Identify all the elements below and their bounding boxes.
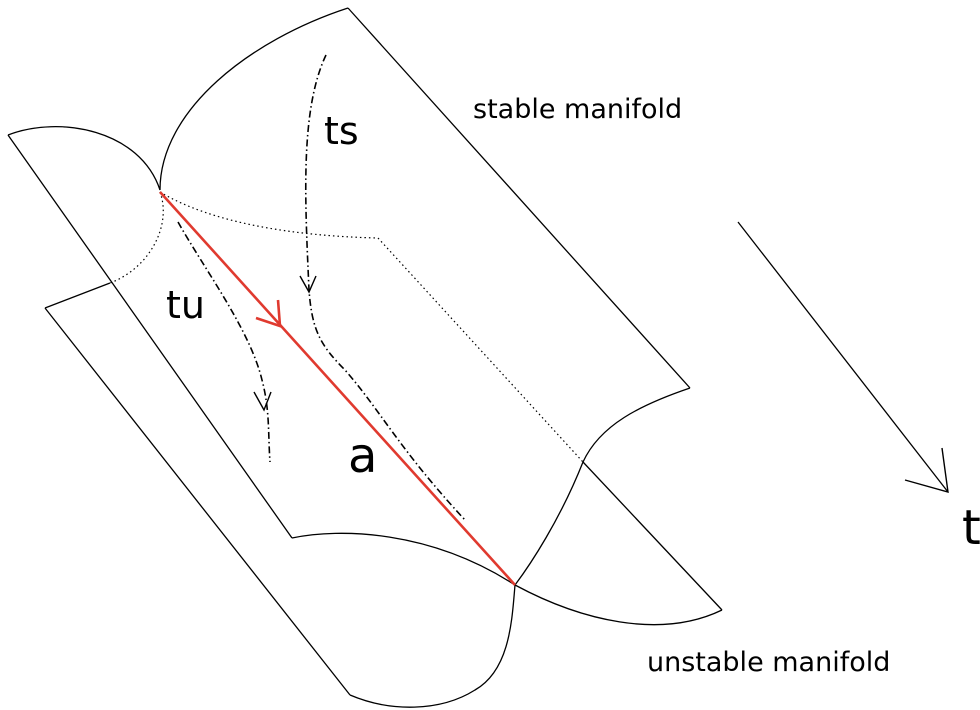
unstable-manifold-label: unstable manifold: [647, 647, 890, 678]
time-label: t: [962, 500, 980, 556]
stable-hidden-edge: [159, 191, 584, 463]
ts-trajectory: [299, 54, 466, 521]
stable-manifold-label: stable manifold: [473, 94, 682, 125]
tu-label: tu: [166, 283, 205, 327]
time-arrow-head-icon: [904, 447, 949, 493]
unstable-manifold-surface: [7, 126, 723, 708]
unstable-ledge: [44, 282, 111, 309]
unstable-left-edge-lower: [44, 307, 351, 696]
time-arrow-shaft: [737, 221, 949, 493]
tu-arrow-icon: [253, 391, 272, 412]
stable-back-curve: [514, 387, 691, 586]
time-arrow: [737, 221, 949, 493]
orbit-a-line: [159, 191, 516, 586]
stable-front-curve: [159, 7, 349, 191]
unstable-mid-curve: [291, 532, 723, 626]
ts-label: ts: [324, 109, 359, 153]
unstable-right-edge: [582, 461, 723, 611]
orbit-a-arrow-icon: [255, 299, 282, 328]
ts-trajectory-path: [304, 54, 466, 521]
tu-trajectory: [177, 221, 272, 463]
ts-arrow-icon: [299, 275, 317, 294]
unstable-bottom-curve: [349, 584, 516, 708]
unstable-left-edge-upper: [7, 134, 293, 539]
stable-top-edge: [347, 7, 691, 389]
unstable-hidden-curve: [109, 191, 164, 284]
tu-trajectory-path: [177, 221, 271, 463]
unstable-left-wing: [7, 126, 161, 191]
orbit-a: [159, 191, 516, 586]
orbit-a-label: a: [348, 428, 377, 484]
